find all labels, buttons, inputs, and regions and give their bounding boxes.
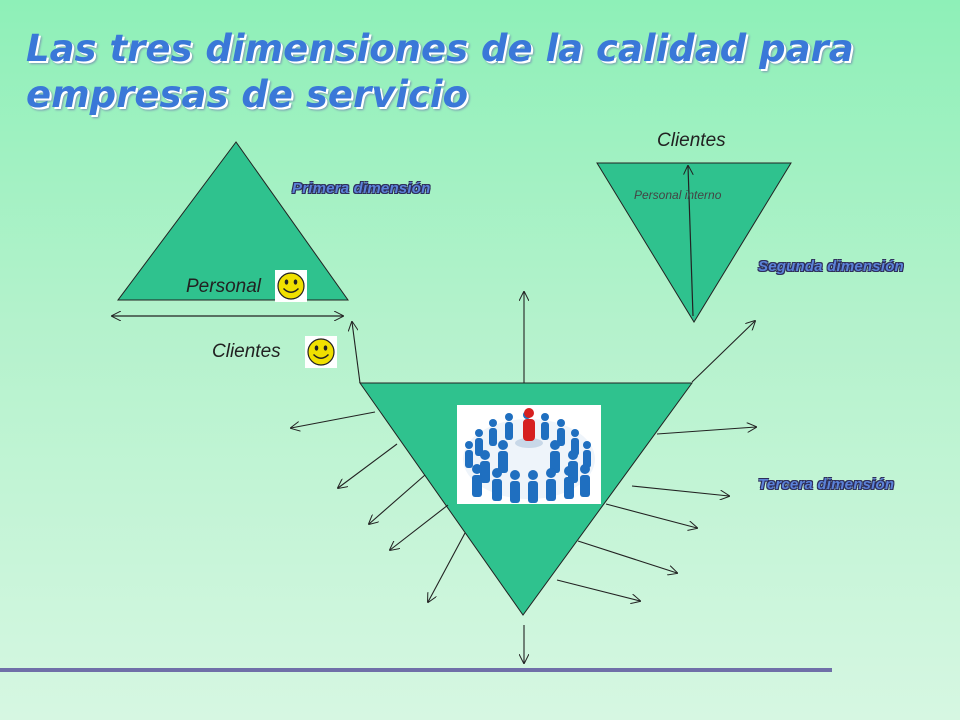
radiating-arrows [291, 292, 756, 663]
arrow-up-left [352, 322, 361, 384]
people-group-image [457, 405, 601, 504]
second-dimension-triangle [596, 162, 792, 323]
personal-interno-label: Personal interno [634, 188, 722, 202]
arrow-left-1 [291, 411, 376, 428]
clientes-top-label: Clientes [657, 130, 726, 151]
arrow-up-right [691, 321, 755, 383]
clientes-left-label: Clientes [212, 341, 281, 362]
footer-divider [0, 668, 832, 672]
smiley-face-icon [305, 336, 337, 368]
arrow-right-3 [605, 503, 697, 528]
first-dimension-triangle [117, 141, 349, 301]
smiley-face-icon [275, 270, 307, 302]
arrow-right-2 [631, 485, 729, 496]
arrow-right-4 [577, 540, 677, 573]
arrow-left-3 [369, 474, 426, 524]
personal-label: Personal [186, 276, 261, 297]
arrow-left-2 [338, 443, 398, 488]
internal-staff-arrow [688, 166, 694, 317]
arrow-right-5 [556, 579, 640, 601]
arrow-right-1 [656, 427, 756, 435]
second-dimension-label: Segunda dimensión [758, 258, 904, 275]
first-dimension-label: Primera dimensión [292, 180, 431, 197]
third-dimension-label: Tercera dimensión [758, 476, 895, 493]
arrow-left-4 [390, 504, 449, 550]
slide-title: Las tres dimensiones de la calidad para … [26, 27, 854, 116]
arrow-left-5 [428, 532, 466, 602]
people-group-icon [463, 408, 595, 503]
